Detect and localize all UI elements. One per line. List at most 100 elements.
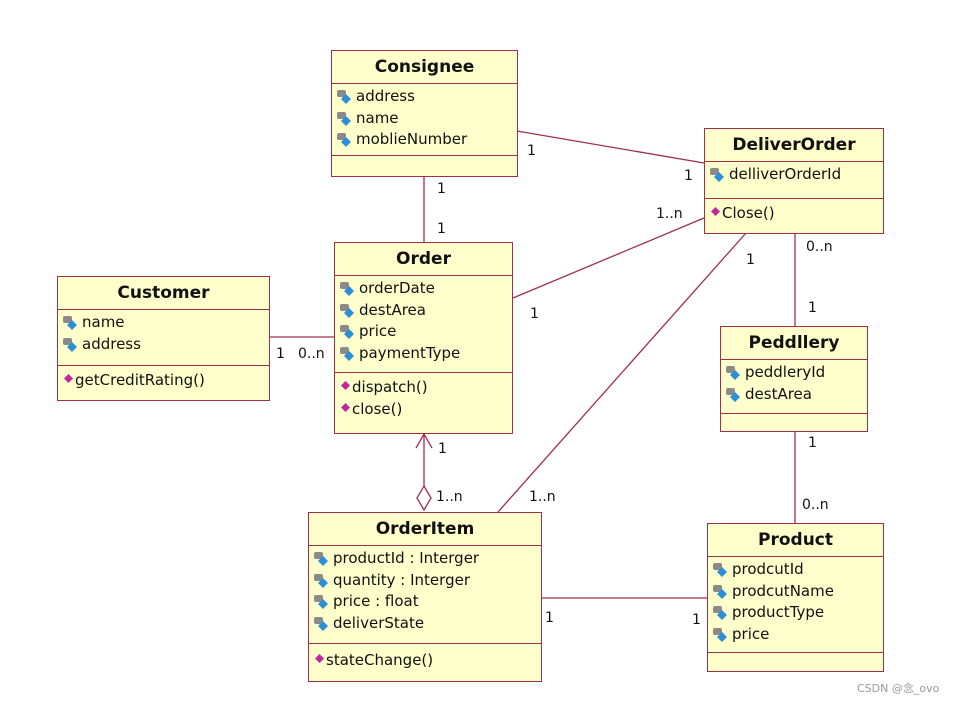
aggregation-diamond xyxy=(416,484,432,512)
multiplicity-label: 1 xyxy=(437,181,446,197)
class-product[interactable]: Product prodcutId prodcutName productTyp… xyxy=(707,523,884,672)
attributes-compartment: delliverOrderId xyxy=(705,162,883,199)
multiplicity-label: 1 xyxy=(527,143,536,159)
assoc-consignee-deliverorder xyxy=(516,130,705,164)
attribute: deliverState xyxy=(313,613,541,635)
operations-compartment xyxy=(708,653,883,657)
operation-icon xyxy=(341,402,350,412)
multiplicity-label: 1 xyxy=(438,441,447,457)
attribute: address xyxy=(336,86,517,108)
attribute-icon xyxy=(314,595,328,609)
class-peddllery[interactable]: Peddllery peddleryId destArea xyxy=(720,326,868,432)
attributes-compartment: orderDate destArea price paymentType xyxy=(335,276,512,373)
class-orderitem[interactable]: OrderItem productId : Interger quantity … xyxy=(308,512,542,682)
navigability-arrow xyxy=(415,432,433,449)
operations-compartment: getCreditRating() xyxy=(58,366,269,392)
attribute: quantity : Interger xyxy=(313,570,541,592)
attribute: price xyxy=(339,321,512,343)
attribute: price : float xyxy=(313,591,541,613)
operation-icon xyxy=(341,381,350,390)
attribute: productId : Interger xyxy=(313,548,541,570)
attribute-icon xyxy=(314,573,328,588)
attribute: prodcutId xyxy=(712,559,883,581)
attribute-icon xyxy=(713,584,727,599)
multiplicity-label: 1 xyxy=(530,306,539,322)
attribute: paymentType xyxy=(339,343,512,365)
attribute-icon xyxy=(337,133,351,147)
operations-compartment xyxy=(721,414,867,418)
multiplicity-label: 1 xyxy=(276,346,285,362)
attribute: delliverOrderId xyxy=(709,164,883,186)
attribute-icon xyxy=(63,337,77,352)
attribute-icon xyxy=(713,563,727,577)
watermark: CSDN @念_ovo xyxy=(857,682,940,695)
attribute-icon xyxy=(337,111,351,126)
operation: close() xyxy=(339,399,512,421)
assoc-order-deliverorder xyxy=(512,217,705,299)
attribute-icon xyxy=(710,168,724,182)
operation: dispatch() xyxy=(339,377,512,399)
attribute: orderDate xyxy=(339,278,512,300)
operation-icon xyxy=(315,654,324,663)
operation-icon xyxy=(711,207,720,216)
multiplicity-label: 0..n xyxy=(806,239,833,255)
class-name: Product xyxy=(708,524,883,557)
attribute: prodcutName xyxy=(712,581,883,603)
attribute: destArea xyxy=(339,300,512,322)
class-consignee[interactable]: Consignee address name moblieNumber xyxy=(331,50,518,177)
multiplicity-label: 0..n xyxy=(802,497,829,513)
multiplicity-label: 1..n xyxy=(529,489,556,505)
multiplicity-label: 1 xyxy=(808,300,817,316)
attribute: address xyxy=(62,334,269,356)
attributes-compartment: name address xyxy=(58,310,269,366)
attributes-compartment: prodcutId prodcutName productType price xyxy=(708,557,883,653)
attributes-compartment: productId : Interger quantity : Interger… xyxy=(309,546,541,644)
operations-compartment xyxy=(332,156,517,160)
operations-compartment: dispatch() close() xyxy=(335,373,512,420)
attribute-icon xyxy=(713,627,727,642)
multiplicity-label: 0..n xyxy=(298,346,325,362)
multiplicity-label: 1..n xyxy=(436,489,463,505)
attribute-icon xyxy=(340,303,354,318)
class-name: Order xyxy=(335,243,512,276)
class-name: Customer xyxy=(58,277,269,310)
multiplicity-label: 1 xyxy=(746,252,755,268)
attribute-icon xyxy=(726,387,740,402)
attribute: moblieNumber xyxy=(336,129,517,151)
attribute-icon xyxy=(340,325,354,339)
multiplicity-label: 1..n xyxy=(656,206,683,222)
attributes-compartment: peddleryId destArea xyxy=(721,360,867,414)
attribute-icon xyxy=(314,552,328,566)
class-name: DeliverOrder xyxy=(705,129,883,162)
operation: Close() xyxy=(709,203,883,225)
operations-compartment: Close() xyxy=(705,199,883,225)
operation: getCreditRating() xyxy=(62,370,269,392)
attribute-icon xyxy=(337,90,351,104)
assoc-deliverorder-orderitem xyxy=(497,232,747,513)
attribute: price xyxy=(712,624,883,646)
attribute-icon xyxy=(340,282,354,296)
attribute-icon xyxy=(63,316,77,330)
class-deliverorder[interactable]: DeliverOrder delliverOrderId Close() xyxy=(704,128,884,234)
multiplicity-label: 1 xyxy=(684,168,693,184)
class-name: OrderItem xyxy=(309,513,541,546)
operation: stateChange() xyxy=(313,650,541,672)
multiplicity-label: 1 xyxy=(545,610,554,626)
attribute-icon xyxy=(340,346,354,361)
class-customer[interactable]: Customer name address getCreditRating() xyxy=(57,276,270,401)
class-order[interactable]: Order orderDate destArea price paymentTy… xyxy=(334,242,513,434)
attribute: name xyxy=(62,312,269,334)
attribute-icon xyxy=(314,616,328,631)
multiplicity-label: 1 xyxy=(808,435,817,451)
multiplicity-label: 1 xyxy=(692,612,701,628)
class-name: Consignee xyxy=(332,51,517,84)
attribute: name xyxy=(336,108,517,130)
attributes-compartment: address name moblieNumber xyxy=(332,84,517,156)
class-name: Peddllery xyxy=(721,327,867,360)
multiplicity-label: 1 xyxy=(437,221,446,237)
attribute-icon xyxy=(713,606,727,620)
attribute: peddleryId xyxy=(725,362,867,384)
attribute: productType xyxy=(712,602,883,624)
attribute: destArea xyxy=(725,384,867,406)
